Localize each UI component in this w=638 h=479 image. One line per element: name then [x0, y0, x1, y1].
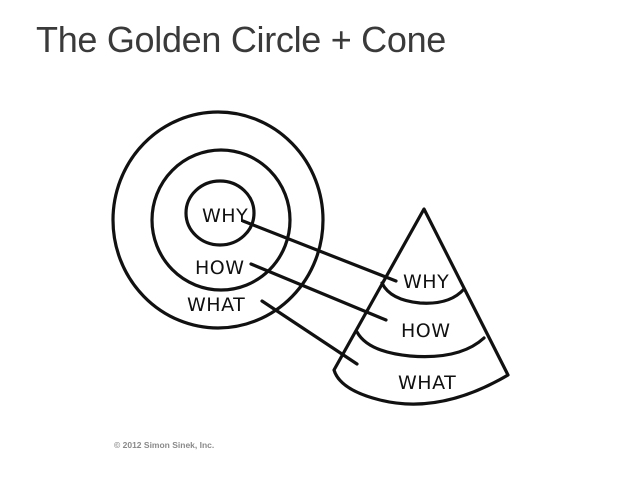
circle-label-how: HOW [195, 257, 245, 279]
connector-why [241, 219, 398, 283]
cone-label-how: HOW [401, 320, 451, 342]
connector-how [249, 262, 388, 322]
cone-label-what: WHAT [398, 372, 456, 394]
copyright-notice: © 2012 Simon Sinek, Inc. [114, 440, 215, 450]
cone-label-why: WHY [403, 271, 449, 293]
cone-band-why-how [380, 281, 466, 305]
cone-outline [332, 207, 510, 406]
circle-label-why: WHY [202, 205, 248, 227]
slide-title: The Golden Circle + Cone [36, 19, 447, 60]
circle-label-what: WHAT [187, 294, 245, 316]
middle-circle-how [150, 148, 292, 292]
inner-circle-why [184, 179, 256, 247]
connector-what [260, 299, 359, 366]
outer-circle-what [111, 110, 325, 330]
cone-band-how-what [355, 330, 486, 359]
